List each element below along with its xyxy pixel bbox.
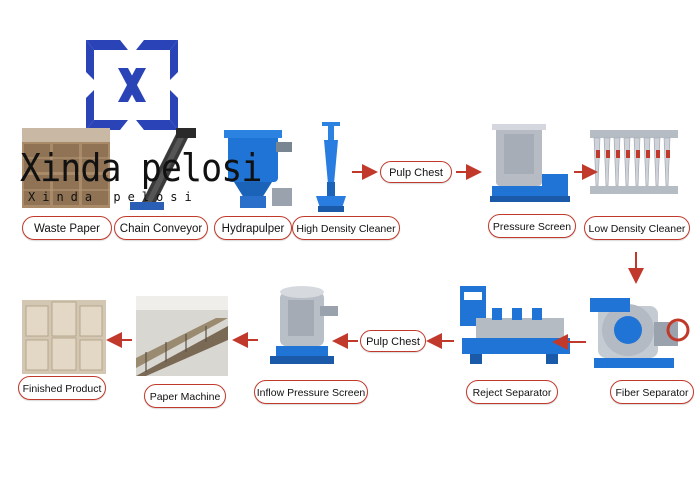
brand-name: Xinda pelosi — [20, 146, 262, 190]
finished-product-image — [22, 300, 106, 374]
low-density-cleaner-image — [590, 130, 678, 194]
step-pulp-chest-1: Pulp Chest — [380, 161, 452, 183]
step-high-density-cleaner: High Density Cleaner — [292, 216, 400, 240]
step-waste-paper: Waste Paper — [22, 216, 112, 240]
step-low-density-cleaner: Low Density Cleaner — [584, 216, 690, 240]
brand-subtitle: Xinda pelosi — [28, 190, 199, 204]
pressure-screen-image — [490, 124, 570, 202]
waste-paper-image — [22, 128, 110, 208]
paper-machine-image — [136, 296, 228, 376]
step-hydrapulper: Hydrapulper — [214, 216, 292, 240]
fiber-separator-image — [590, 298, 690, 368]
xinda-logo-icon — [86, 40, 178, 130]
step-chain-conveyor: Chain Conveyor — [114, 216, 208, 240]
hydrapulper-image — [224, 130, 292, 208]
step-pressure-screen: Pressure Screen — [488, 214, 576, 238]
step-paper-machine: Paper Machine — [144, 384, 226, 408]
step-fiber-separator: Fiber Separator — [610, 380, 694, 404]
step-pulp-chest-2: Pulp Chest — [360, 330, 426, 352]
chain-conveyor-image — [130, 128, 196, 210]
step-reject-separator: Reject Separator — [466, 380, 558, 404]
step-finished-product: Finished Product — [18, 376, 106, 400]
inflow-pressure-screen-image — [270, 286, 338, 364]
step-inflow-pressure-screen: Inflow Pressure Screen — [254, 380, 368, 404]
high-density-cleaner-image — [316, 122, 346, 212]
reject-separator-image — [460, 286, 570, 364]
